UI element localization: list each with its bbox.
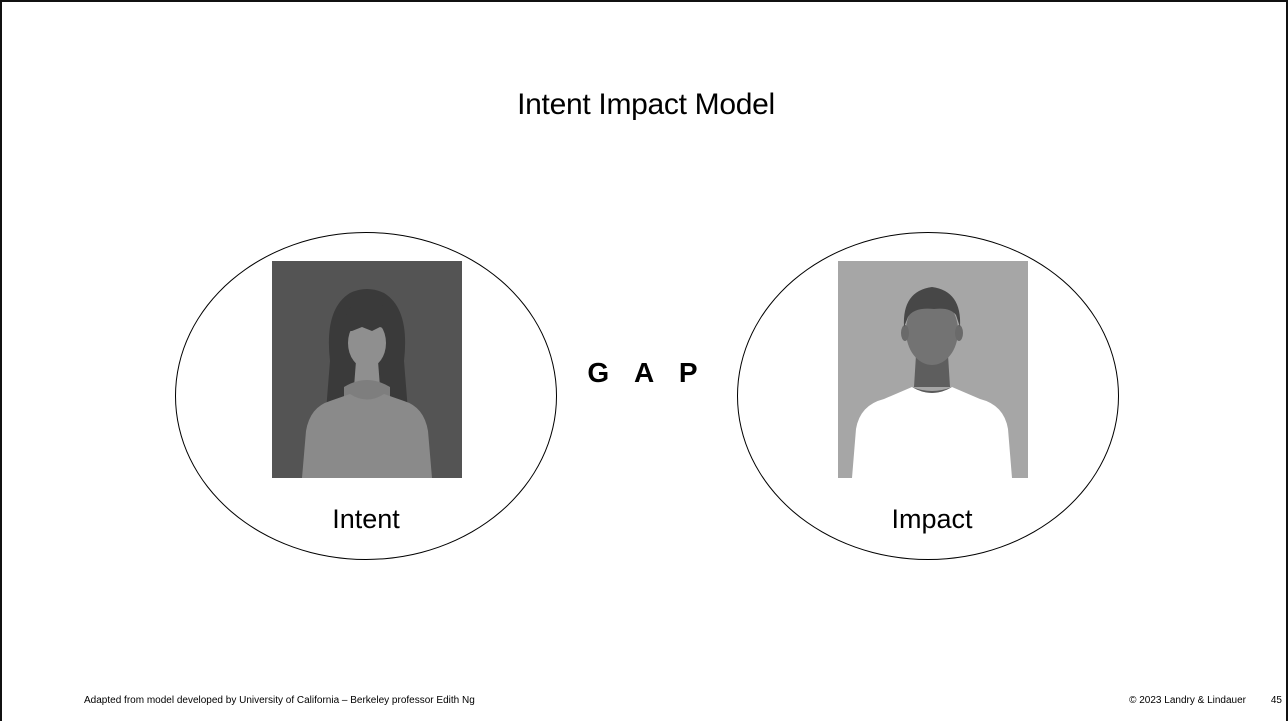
woman-silhouette-icon xyxy=(272,261,462,478)
attribution-text: Adapted from model developed by Universi… xyxy=(84,695,475,706)
impact-label: Impact xyxy=(891,504,973,534)
intent-label: Intent xyxy=(332,504,400,534)
page-number: 45 xyxy=(1270,695,1282,706)
man-silhouette-icon xyxy=(838,261,1028,478)
copyright-text: © 2023 Landry & Lindauer xyxy=(1129,695,1246,706)
intent-circle xyxy=(175,232,557,560)
slide-title: Intent Impact Model xyxy=(517,88,775,121)
gap-label: G A P xyxy=(587,357,707,388)
impact-circle xyxy=(737,232,1119,560)
